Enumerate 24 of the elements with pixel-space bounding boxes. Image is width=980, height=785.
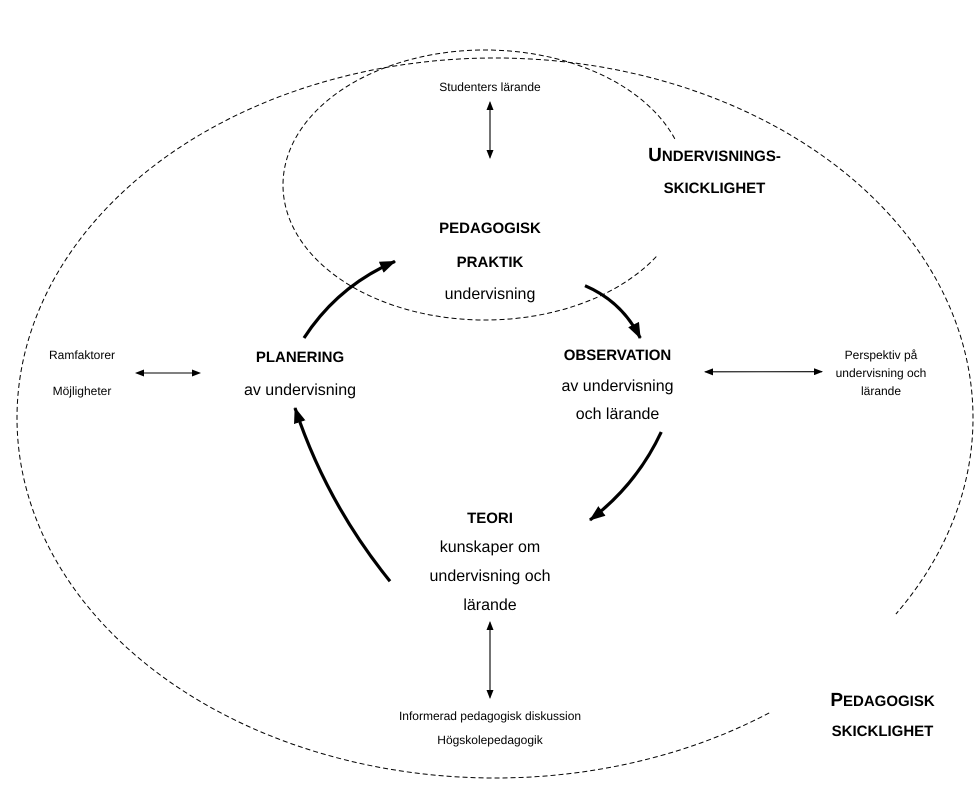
note-text: Möjligheter	[52, 383, 112, 399]
step-description: av undervisning	[244, 381, 356, 401]
note-text: Informerad pedagogisk diskussion	[398, 708, 582, 724]
double-arrow	[135, 370, 201, 376]
double-arrow	[486, 621, 494, 699]
step-description: undervisning	[444, 285, 536, 305]
region-label: UNDERVISNINGS- SKICKLIGHET	[647, 144, 782, 199]
region-label: PEDAGOGISK SKICKLIGHET	[829, 689, 936, 742]
step-heading: PEDAGOGISK PRAKTIK	[438, 219, 542, 273]
note-text: Perspektiv på undervisning och lärande	[834, 347, 928, 400]
curved-arrow	[293, 407, 392, 582]
step-description: av undervisning och lärande	[560, 377, 675, 425]
step-heading: OBSERVATION	[564, 346, 672, 366]
note-text: Högskolepedagogik	[437, 732, 543, 748]
curved-arrow	[584, 284, 642, 339]
curved-arrow	[302, 260, 396, 339]
double-arrow	[704, 368, 823, 376]
step-heading: TEORI	[467, 508, 513, 528]
curved-arrow	[589, 431, 663, 522]
step-heading: PLANERING	[256, 348, 344, 368]
step-description: kunskaper om undervisning och lärande	[428, 538, 552, 616]
double-arrow	[486, 101, 494, 159]
note-text: Studenters lärande	[439, 79, 541, 95]
note-text: Ramfaktorer	[48, 347, 116, 363]
